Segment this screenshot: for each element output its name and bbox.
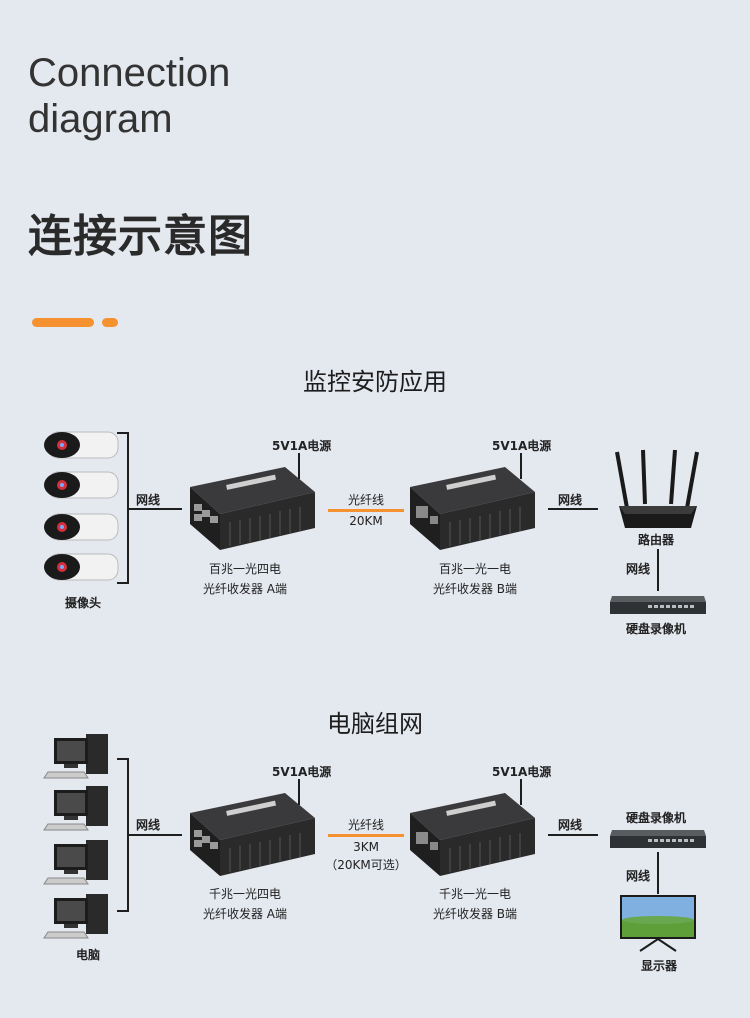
bracket-bottom [117,582,129,584]
transceiver-b [410,467,535,550]
nvr-to-monitor-line [657,852,659,894]
cable-right-line [548,834,598,836]
fiber-distance: 3KM [353,840,379,854]
transceiver-a [190,467,315,550]
accent-bar-short [102,318,118,327]
power-b-line [520,779,522,805]
nvr-label: 硬盘录像机 [626,811,687,825]
bracket-top [117,432,129,434]
camera-icon [44,431,119,459]
nvr-label: 硬盘录像机 [626,622,687,636]
section2-title: 电脑组网 [327,710,423,738]
transceiver-b [410,793,535,876]
bracket-bottom [117,910,129,912]
device-a-line1: 千兆一光四电 [208,887,281,901]
title-english-line2: diagram [28,97,173,141]
camera-group [44,431,119,581]
fiber-label: 光纤线 [347,818,384,832]
cable-left-label: 网线 [136,493,161,507]
transceiver-icon [410,467,535,550]
cable-right-label: 网线 [558,493,583,507]
fiber-line [328,509,404,512]
computer-icon [43,786,108,831]
bracket-top [117,758,129,760]
device-b-line2: 光纤收发器 B端 [432,907,518,921]
camera-icon [44,471,119,499]
vertical-cable-label: 网线 [626,869,651,883]
monitor [620,895,696,952]
fiber-label: 光纤线 [347,493,384,507]
accent-bar-long [32,318,94,327]
device-b-line1: 千兆一光一电 [438,887,511,901]
title-english-line1: Connection [28,51,231,95]
cable-right-line [548,508,598,510]
fiber-line [328,834,404,837]
camera-icon [44,513,119,541]
router-label: 路由器 [638,533,675,547]
vertical-cable-label: 网线 [626,562,651,576]
device-b-line1: 百兆一光一电 [438,562,511,576]
section1-title: 监控安防应用 [303,368,447,396]
computer-icon [43,840,108,885]
computer-icon [43,734,108,779]
power-a-line [298,453,300,479]
monitor-icon [620,895,696,952]
title-chinese: 连接示意图 [28,211,253,262]
transceiver-icon [190,467,315,550]
cable-left-label: 网线 [136,818,161,832]
cable-right-label: 网线 [558,818,583,832]
nvr-icon [610,830,706,848]
power-b-line [520,453,522,479]
device-a-line2: 光纤收发器 A端 [202,907,288,921]
computer-label: 电脑 [76,948,101,962]
device-a-line1: 百兆一光四电 [208,562,281,576]
camera-label: 摄像头 [65,596,102,610]
power-b-label: 5V1A电源 [492,765,552,779]
router-icon [615,449,699,528]
camera-icon [44,553,119,581]
router [615,449,699,528]
cable-left-line [127,508,182,510]
nvr-icon [610,596,706,614]
computer-icon [43,894,108,939]
computer-group [43,734,108,939]
transceiver-a [190,793,315,876]
transceiver-icon [410,793,535,876]
fiber-distance: 20KM [349,514,383,528]
title-english: Connection diagram [28,50,428,142]
device-b-line2: 光纤收发器 B端 [432,582,518,596]
transceiver-icon [190,793,315,876]
fiber-distance-note: （20KM可选） [325,858,407,872]
monitor-label: 显示器 [641,959,678,973]
device-a-line2: 光纤收发器 A端 [202,582,288,596]
power-a-label: 5V1A电源 [272,765,332,779]
power-b-label: 5V1A电源 [492,439,552,453]
power-a-label: 5V1A电源 [272,439,332,453]
nvr [610,830,706,848]
power-a-line [298,779,300,805]
nvr [610,596,706,614]
router-to-nvr-line [657,549,659,591]
cable-left-line [127,834,182,836]
